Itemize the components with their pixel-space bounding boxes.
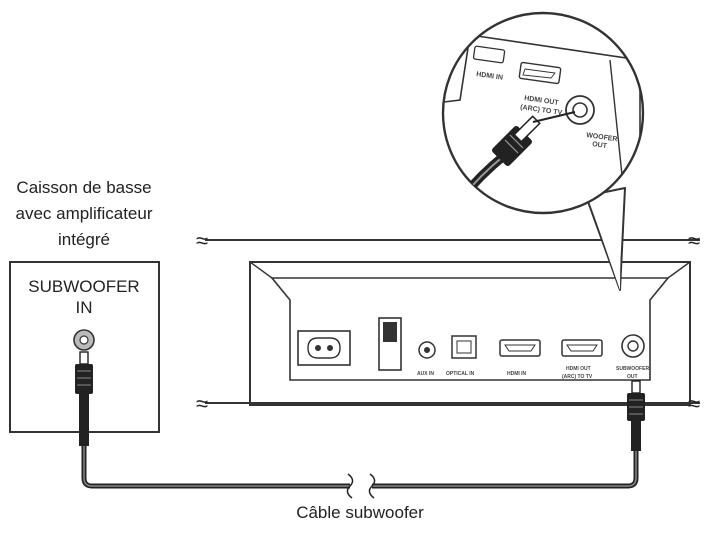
subwoofer-in-label-line2: IN [76, 298, 93, 317]
optical-in-port-icon [451, 335, 477, 359]
subwoofer-caption-line2: avec amplificateur [15, 204, 152, 223]
hdmi-in-port-icon [499, 339, 541, 357]
subwoofer-caption-line3: intégré [58, 230, 110, 249]
aux-in-jack-icon [418, 341, 436, 359]
subwoofer-cable [81, 445, 639, 499]
zoom-hdmi-out-port-icon [518, 61, 562, 85]
zoom-subwoofer-out-label-line1: WOOFER [586, 132, 618, 143]
zoom-subwoofer-out-label-line2: OUT [592, 141, 608, 150]
hdmi-out-label-line1: HDMI OUT [566, 366, 591, 372]
subwoofer-out-label-line1: SUBWOOFER [616, 366, 649, 372]
cable-label: Câble subwoofer [296, 503, 424, 522]
subwoofer-in-jack-icon [73, 329, 95, 351]
zoom-hdmi-out-label-line1: HDMI OUT [524, 95, 560, 107]
break-lines: ≈ ≈ ≈ ≈ [196, 228, 700, 416]
rca-plug-right-icon [627, 380, 645, 451]
break-mark-bottom-right: ≈ [688, 391, 700, 416]
break-mark-bottom-left: ≈ [196, 391, 208, 416]
subwoofer-in-label-line1: SUBWOOFER [28, 277, 139, 296]
break-mark-top-left: ≈ [196, 228, 208, 253]
optical-in-label: OPTICAL IN [446, 371, 475, 377]
subwoofer-out-label-line2: OUT [627, 374, 638, 380]
zoom-hdmi-in-label: HDMI IN [476, 71, 504, 82]
subwoofer-out-jack-icon [621, 334, 645, 358]
power-switch-icon [378, 317, 402, 371]
zoom-callout: HDMI IN HDMI OUT (ARC) TO TV WOOFER OUT [441, 11, 645, 291]
power-inlet-icon [297, 330, 351, 366]
rca-plug-left-icon [75, 351, 93, 446]
hdmi-out-label-line2: (ARC) TO TV [562, 374, 593, 380]
hdmi-out-port-icon [561, 339, 603, 357]
hdmi-in-label: HDMI IN [507, 371, 527, 377]
break-mark-top-right: ≈ [688, 228, 700, 253]
zoom-hdmi-in-port-icon [472, 45, 506, 64]
subwoofer-caption-line1: Caisson de basse [16, 178, 151, 197]
aux-in-label: AUX IN [417, 371, 434, 377]
zoom-subwoofer-out-jack-icon [565, 95, 595, 125]
